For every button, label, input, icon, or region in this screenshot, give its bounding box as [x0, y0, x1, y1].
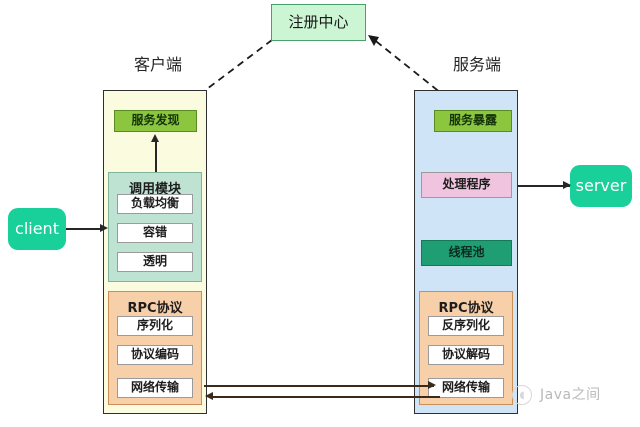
handler-to-server-line	[518, 185, 570, 187]
watermark-bird-icon: ◖	[512, 385, 532, 405]
server-protocol-decode-box[interactable]: 协议解码	[428, 345, 504, 365]
discovery-uplink-line	[155, 139, 157, 172]
client-to-panel-line	[66, 228, 103, 230]
watermark-label: Java之间	[540, 387, 601, 404]
registry-label: 注册中心	[288, 13, 349, 32]
server-endpoint-box[interactable]: server	[570, 165, 632, 207]
client-transparency-box[interactable]: 透明	[117, 252, 193, 272]
client-service-discovery-box[interactable]: 服务发现	[114, 110, 197, 132]
client-protocol-encode-box[interactable]: 协议编码	[117, 345, 193, 365]
registry-center-box[interactable]: 注册中心	[271, 4, 366, 41]
client-network-transport-box[interactable]: 网络传输	[117, 378, 193, 398]
transport-response-arrowhead	[205, 392, 213, 400]
server-thread-pool-box[interactable]: 线程池	[421, 240, 512, 266]
server-handler-box[interactable]: 处理程序	[421, 172, 512, 198]
server-side-title: 服务端	[452, 55, 501, 75]
transport-response-line	[212, 396, 440, 398]
client-serialization-box[interactable]: 序列化	[117, 316, 193, 336]
server-network-transport-box[interactable]: 网络传输	[428, 378, 504, 398]
transport-request-arrowhead	[428, 381, 436, 389]
server-service-expose-box[interactable]: 服务暴露	[434, 110, 512, 132]
discovery-uplink-arrowhead	[151, 134, 159, 142]
transport-request-line	[204, 385, 434, 387]
client-faulttolerance-box[interactable]: 容错	[117, 223, 193, 243]
client-call-module-title: 调用模块	[128, 182, 181, 197]
client-endpoint-box[interactable]: client	[8, 208, 66, 250]
client-loadbalance-box[interactable]: 负载均衡	[117, 194, 193, 214]
server-rpc-title: RPC协议	[438, 301, 494, 316]
client-side-title: 客户端	[133, 55, 182, 75]
handler-to-server-arrowhead	[563, 181, 571, 189]
client-rpc-title: RPC协议	[127, 301, 183, 316]
server-deserialization-box[interactable]: 反序列化	[428, 316, 504, 336]
client-to-panel-arrowhead	[100, 224, 108, 232]
